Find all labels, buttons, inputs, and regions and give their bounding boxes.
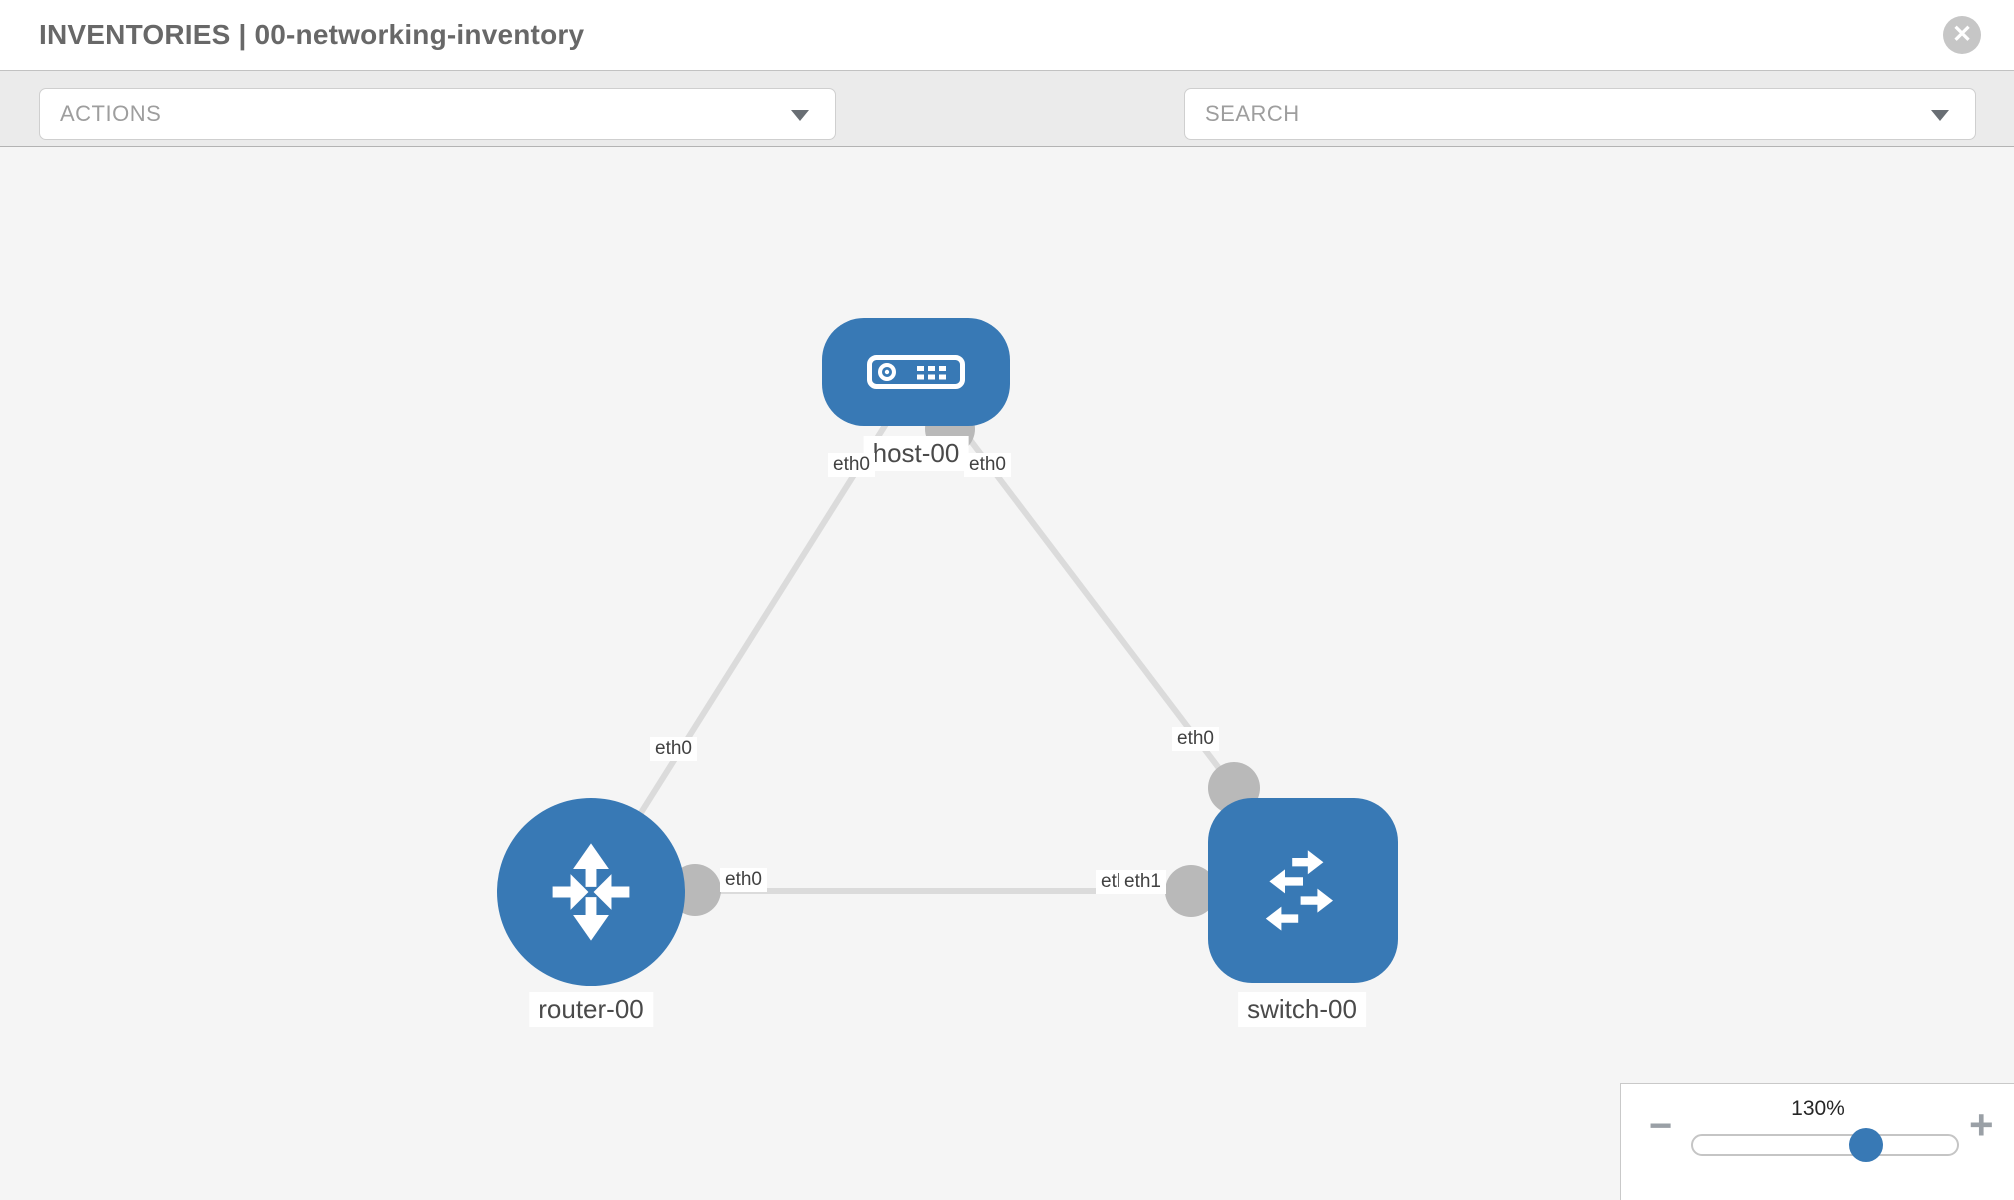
interface-label-host-eth0-left: eth0 (828, 453, 875, 477)
node-host-00[interactable] (822, 318, 1010, 426)
close-button[interactable]: ✕ (1943, 16, 1981, 54)
switch-icon (1265, 849, 1333, 931)
interface-label-switch-eth0-up: eth0 (1172, 727, 1219, 751)
links-layer (588, 404, 1260, 917)
zoom-level: 130% (1791, 1097, 1845, 1120)
interface-label-host-eth0-right: eth0 (964, 453, 1011, 477)
close-icon: ✕ (1951, 21, 1973, 48)
interface-label-switch-eth1-west: eth1 (1119, 870, 1166, 894)
zoom-slider-thumb[interactable] (1849, 1128, 1883, 1162)
interface-label-router-eth0-east: eth0 (720, 868, 767, 892)
chevron-down-icon (1931, 110, 1949, 121)
node-router-00[interactable] (497, 798, 685, 986)
topology-canvas[interactable]: host-00 router-00 switch-00 eth0 eth0 et… (0, 147, 2014, 1200)
search-dropdown[interactable]: SEARCH (1184, 88, 1976, 140)
page-title: INVENTORIES | 00-networking-inventory (39, 19, 585, 50)
header: INVENTORIES | 00-networking-inventory ✕ (0, 0, 2014, 70)
chevron-down-icon (791, 110, 809, 121)
node-label-host-00: host-00 (863, 436, 969, 471)
search-dropdown-label: SEARCH (1205, 101, 1300, 126)
actions-dropdown-label: ACTIONS (60, 101, 162, 126)
node-label-switch-00: switch-00 (1238, 992, 1366, 1027)
zoom-in-button[interactable]: + (1969, 1101, 1994, 1148)
interface-label-router-eth0-up: eth0 (650, 737, 697, 761)
zoom-panel: 130% − + (1620, 1083, 2014, 1200)
toolbar: ACTIONS (0, 70, 2014, 201)
node-label-router-00: router-00 (529, 992, 653, 1027)
node-switch-00[interactable] (1208, 798, 1398, 983)
router-icon (552, 843, 630, 941)
zoom-slider-track[interactable] (1691, 1128, 1959, 1162)
zoom-out-button[interactable]: − (1649, 1104, 1673, 1148)
host-icon (867, 355, 965, 389)
actions-dropdown[interactable]: ACTIONS (39, 88, 836, 140)
interface-dot-switch-left[interactable] (1165, 865, 1217, 917)
